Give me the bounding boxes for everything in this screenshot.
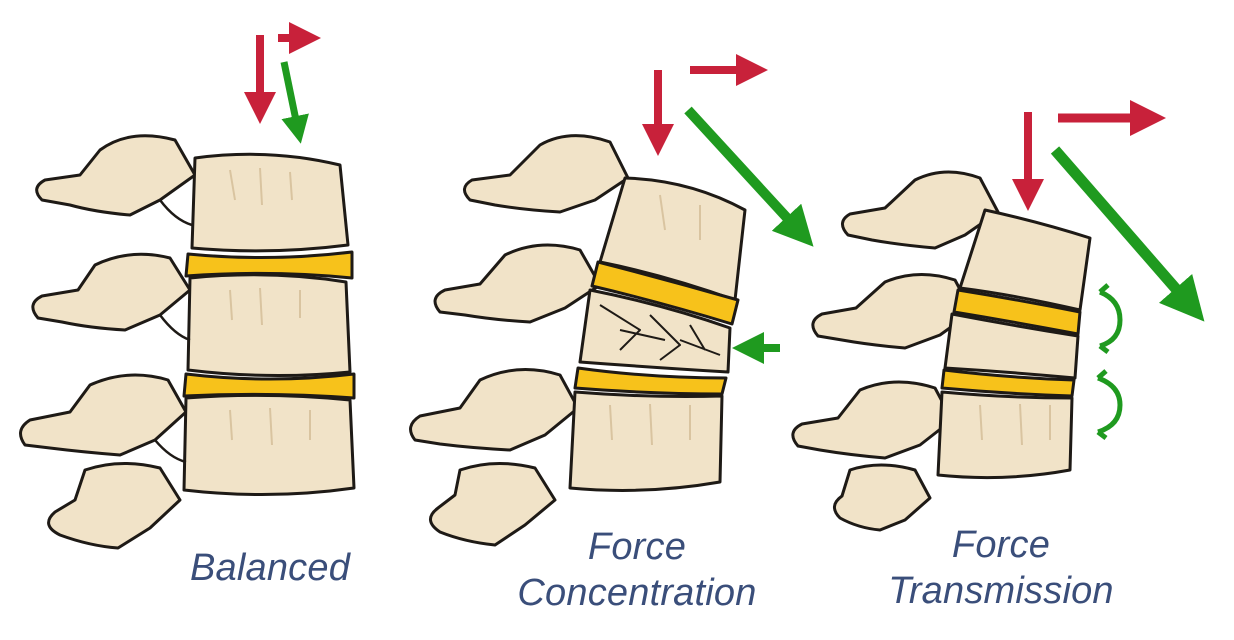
transmission-arrows	[1012, 100, 1205, 440]
caption-balanced: Balanced	[170, 545, 370, 591]
green-arrow-icon	[280, 61, 309, 144]
posterior-process-top	[463, 134, 630, 214]
disc-low	[940, 368, 1076, 398]
posterior-process-mid	[811, 272, 974, 350]
disc-low	[182, 372, 356, 400]
vertebral-body-low	[936, 390, 1074, 480]
vertebral-body-top	[190, 152, 350, 253]
posterior-process-base	[429, 461, 557, 547]
disc-top	[590, 260, 740, 326]
green-rotation-arrow-icon	[1096, 369, 1123, 440]
posterior-process-low	[791, 380, 954, 460]
disc-low	[573, 366, 728, 396]
posterior-process-mid	[433, 243, 602, 324]
green-arrow-icon	[684, 106, 814, 247]
caption-line-2: Concentration	[517, 572, 757, 614]
posterior-process-top	[841, 170, 1000, 250]
balanced-arrows	[244, 22, 321, 144]
vertebral-body-low	[182, 393, 356, 497]
vertebral-body-mid	[186, 273, 352, 378]
green-rotation-arrow-icon	[1098, 283, 1123, 354]
disc-top	[184, 250, 354, 280]
green-arrow-icon	[1050, 146, 1205, 322]
transmission-spine	[791, 170, 1092, 532]
posterior-process-mid	[31, 252, 192, 332]
vertebral-body-top	[958, 208, 1092, 312]
caption-line-1: Force	[587, 526, 687, 568]
balanced-spine	[19, 134, 356, 550]
disc-top	[952, 288, 1082, 336]
posterior-process-base	[833, 463, 932, 532]
posterior-process-top	[35, 134, 197, 217]
concentration-arrows	[642, 54, 814, 364]
caption-line-1: Force	[951, 524, 1051, 566]
caption-force-concentration: Force Concentration	[492, 524, 782, 616]
fractured-vertebral-body	[578, 288, 732, 374]
posterior-process-low	[19, 373, 188, 457]
posterior-process-base	[47, 461, 182, 550]
caption-line-2: Transmission	[888, 570, 1114, 612]
caption-balanced-text: Balanced	[189, 547, 351, 589]
vertebral-body-low	[568, 390, 724, 492]
concentration-spine	[409, 134, 747, 547]
posterior-process-low	[409, 368, 580, 452]
caption-force-transmission: Force Transmission	[866, 522, 1136, 614]
